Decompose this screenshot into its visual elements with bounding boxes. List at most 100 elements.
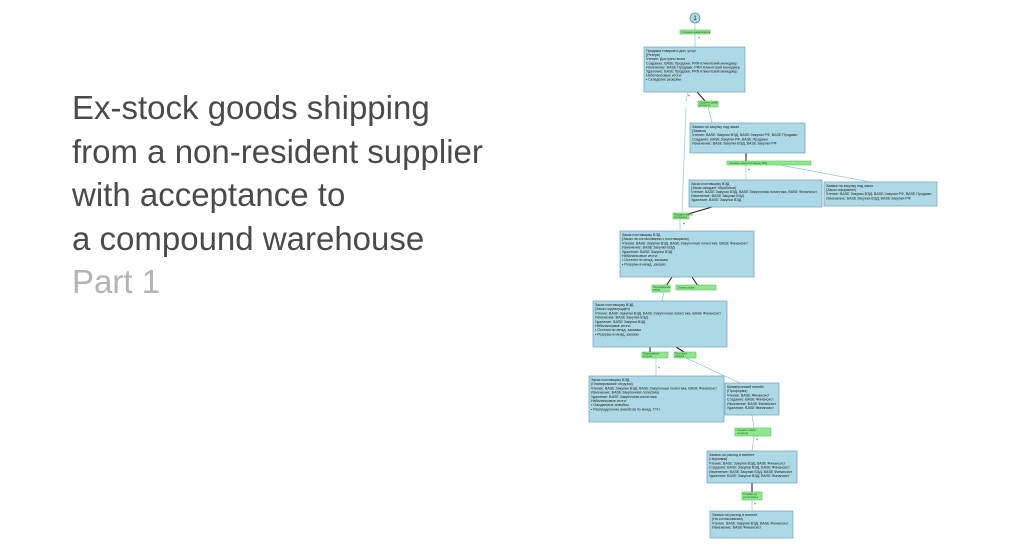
svg-text:Заявка на закупку под заказ(За: Заявка на закупку под заказ(Заявка)Чтени…: [692, 125, 797, 145]
transition-box: Планирование отгрузки: [641, 351, 669, 359]
transition-label-line: отгрузки: [643, 355, 653, 358]
transition-box: Отмена заказа: [675, 284, 717, 291]
node-line: Чтение: BASE Закупки ВЭД, BASE Закупки Р…: [692, 133, 797, 137]
transition-label-line: поставщику: [674, 216, 688, 219]
node-line: Небалансовые итоги:: [622, 254, 658, 258]
title-line-2: from a non-resident supplier: [72, 132, 483, 170]
node-line: Удаление: BASE Финансист: [727, 406, 774, 410]
diagram-edges: [649, 24, 871, 511]
state-node: Заказ поставщику ВЭД(Заказ подтверждён)Ч…: [592, 300, 728, 348]
node-line: Создание: BASE Закупки ВЭД, BASE Финанси…: [709, 466, 790, 470]
transition-label-line: заказа: [653, 289, 661, 292]
asterisk-icon: *: [698, 36, 700, 41]
node-line: (Резерв): [646, 53, 660, 57]
svg-text:Заказ поставщику ВЭД(Заказ под: Заказ поставщику ВЭД(Заказ подтверждён)Ч…: [595, 303, 721, 336]
edge: [751, 435, 755, 452]
transition-label-line: инвойса: [675, 355, 685, 358]
node-line: • Остатки по межд. заказам: [622, 258, 668, 262]
node-line: Чтение: BASE Закупки ВЭД, BASE Финансист: [712, 521, 789, 525]
transition-box: Создание заявки на расход: [734, 427, 772, 437]
node-line: Чтение: BASE Закупки ВЭД, BASE Закупки Р…: [826, 192, 931, 196]
node-line: Удаление: BASE Продажи, PRN Клиентский м…: [646, 70, 737, 74]
node-line: Чтение: BASE Финансист: [727, 393, 770, 397]
node-line: Чтение: BASE Закупки ВЭД, BASE Закупочна…: [595, 311, 721, 315]
transition-label-line: Создание заказа поставщику ВЭД: [729, 162, 767, 165]
transition-label-line: Получение: [675, 353, 688, 356]
transition-box: Получение инвойса: [673, 351, 697, 359]
node-line: (Заявка): [692, 129, 706, 133]
node-line: Небалансовые итоги:: [595, 324, 631, 328]
transition-box: Создание заказа клиента: [679, 29, 711, 35]
node-line: Удаление: BASE Закупочная логистика: [591, 395, 657, 399]
node-line: Заявка на закупку под заказ: [826, 184, 873, 188]
asterisk-icon: *: [754, 502, 756, 507]
node-line: Изменение: BASE Закупки ВЭД, BASE Закупк…: [826, 196, 911, 200]
node-line: (Заказ на согласовании с поставщиком): [622, 237, 689, 241]
node-line: Заказ поставщику ВЭД: [595, 303, 634, 307]
node-line: Заявка на расход в валюте: [709, 453, 754, 457]
node-line: Изменение: BASE Закупочная логистика: [591, 391, 659, 395]
edge: [691, 276, 699, 287]
transition-label-line: на закупку: [699, 104, 711, 107]
node-line: • Резервы в межд. заказах: [622, 262, 666, 266]
node-line: Создание: BASE Продажи, PRN Клиентский м…: [646, 61, 737, 65]
transition-label-line: Создание заявки: [699, 102, 718, 105]
transition-label-line: согласование: [743, 496, 759, 499]
asterisk-icon: *: [756, 438, 758, 443]
transition-label-line: Отмена заказа: [678, 287, 695, 290]
node-line: Изменение: BASE Продажи, PRN Клиентский …: [646, 65, 740, 69]
node-line: Изменение: BASE Закупки ВЭД, BASE Закупк…: [692, 141, 777, 145]
node-line: (Заказ оформлен): [826, 188, 856, 192]
connector-markers: * * * * * * *: [658, 36, 758, 507]
node-line: • Ожидаемые инвойсы: [591, 403, 629, 407]
node-line: Заказ поставщику ВЭД: [622, 233, 661, 237]
node-line: Изменение: BASE Финансист: [727, 402, 777, 406]
state-node: Заявка на расход в валюте(Черновик)Чтени…: [706, 450, 798, 484]
start-circle: [689, 12, 701, 24]
transition-box: Отправка на согласование: [741, 491, 763, 501]
transitions: Создание заказа клиента Создание заявки …: [641, 29, 812, 501]
edge: [751, 414, 755, 429]
svg-text:Заказ поставщику ВЭД(Планирова: Заказ поставщику ВЭД(Планирование отгруз…: [591, 378, 717, 411]
transition-label-line: на расход: [737, 432, 749, 435]
transition-label-line: Отправка на: [743, 493, 758, 496]
title-line-1: Ex-stock goods shipping: [72, 89, 430, 126]
asterisk-icon: *: [748, 168, 750, 173]
transition-label-line: Создание заявки: [737, 429, 756, 432]
start-label: 1: [693, 16, 697, 22]
node-line: • Резервы в межд. заказах: [595, 332, 639, 336]
node-line: Создание: BASE Закупки РФ, BASE Продажи: [692, 137, 768, 141]
node-line: Чтение: BASE Закупки ВЭД, BASE Закупочна…: [622, 241, 748, 245]
transition-label-line: Создание заказа клиента: [682, 31, 711, 34]
transition-box: Передача заказа поставщику: [672, 212, 693, 220]
state-node: Заявка на расход в валюте(На согласовани…: [709, 510, 794, 539]
state-node: Коммерческий инвойс(Проформа)Чтение: BAS…: [724, 382, 780, 416]
state-node: Заявка на закупку под заказ(Заказ оформл…: [823, 181, 938, 207]
node-line: Удаление: BASE Закупки ВЭД: [595, 320, 646, 324]
node-line: Удаление: BASE Закупки ВЭД, BASE Финанси…: [709, 474, 790, 478]
title-part-label: Part 1: [72, 263, 161, 300]
transition-box: Создание заявки на закупку: [697, 100, 718, 108]
edge: [779, 164, 871, 183]
start-marker: 1: [689, 12, 701, 24]
node-line: Изменение: BASE Закупки ВЭД, BASE Финанс…: [709, 470, 793, 474]
transition-label-line: Подтверждение: [653, 286, 671, 289]
node-line: Небалансовые итоги:: [646, 74, 682, 78]
node-line: • Складские резервы: [646, 78, 681, 82]
edge: [685, 91, 689, 102]
state-node: Заказ поставщику ВЭД(Заказ на согласован…: [619, 230, 755, 278]
node-line: Небалансовые итоги:: [591, 399, 627, 403]
svg-text:Заявка на расход в валюте(Черн: Заявка на расход в валюте(Черновик)Чтени…: [709, 453, 793, 478]
edge: [696, 91, 706, 102]
svg-text:Заявка на закупку под заказ(За: Заявка на закупку под заказ(Заказ оформл…: [826, 184, 931, 200]
node-line: • Остатки по межд. заказам: [595, 328, 641, 332]
node-line: (Черновик): [709, 457, 727, 461]
svg-text:Коммерческий инвойс(Проформа)Ч: Коммерческий инвойс(Проформа)Чтение: BAS…: [727, 385, 777, 410]
node-line: Заявка на закупку под заказ: [692, 125, 739, 129]
node-line: • Распределение инвойсов по межд. ТТН: [591, 407, 660, 411]
transition-box: Подтверждение заказа: [651, 284, 671, 293]
edge: [687, 206, 713, 215]
title-line-3: with acceptance to: [72, 176, 346, 213]
asterisk-icon: *: [688, 94, 690, 99]
